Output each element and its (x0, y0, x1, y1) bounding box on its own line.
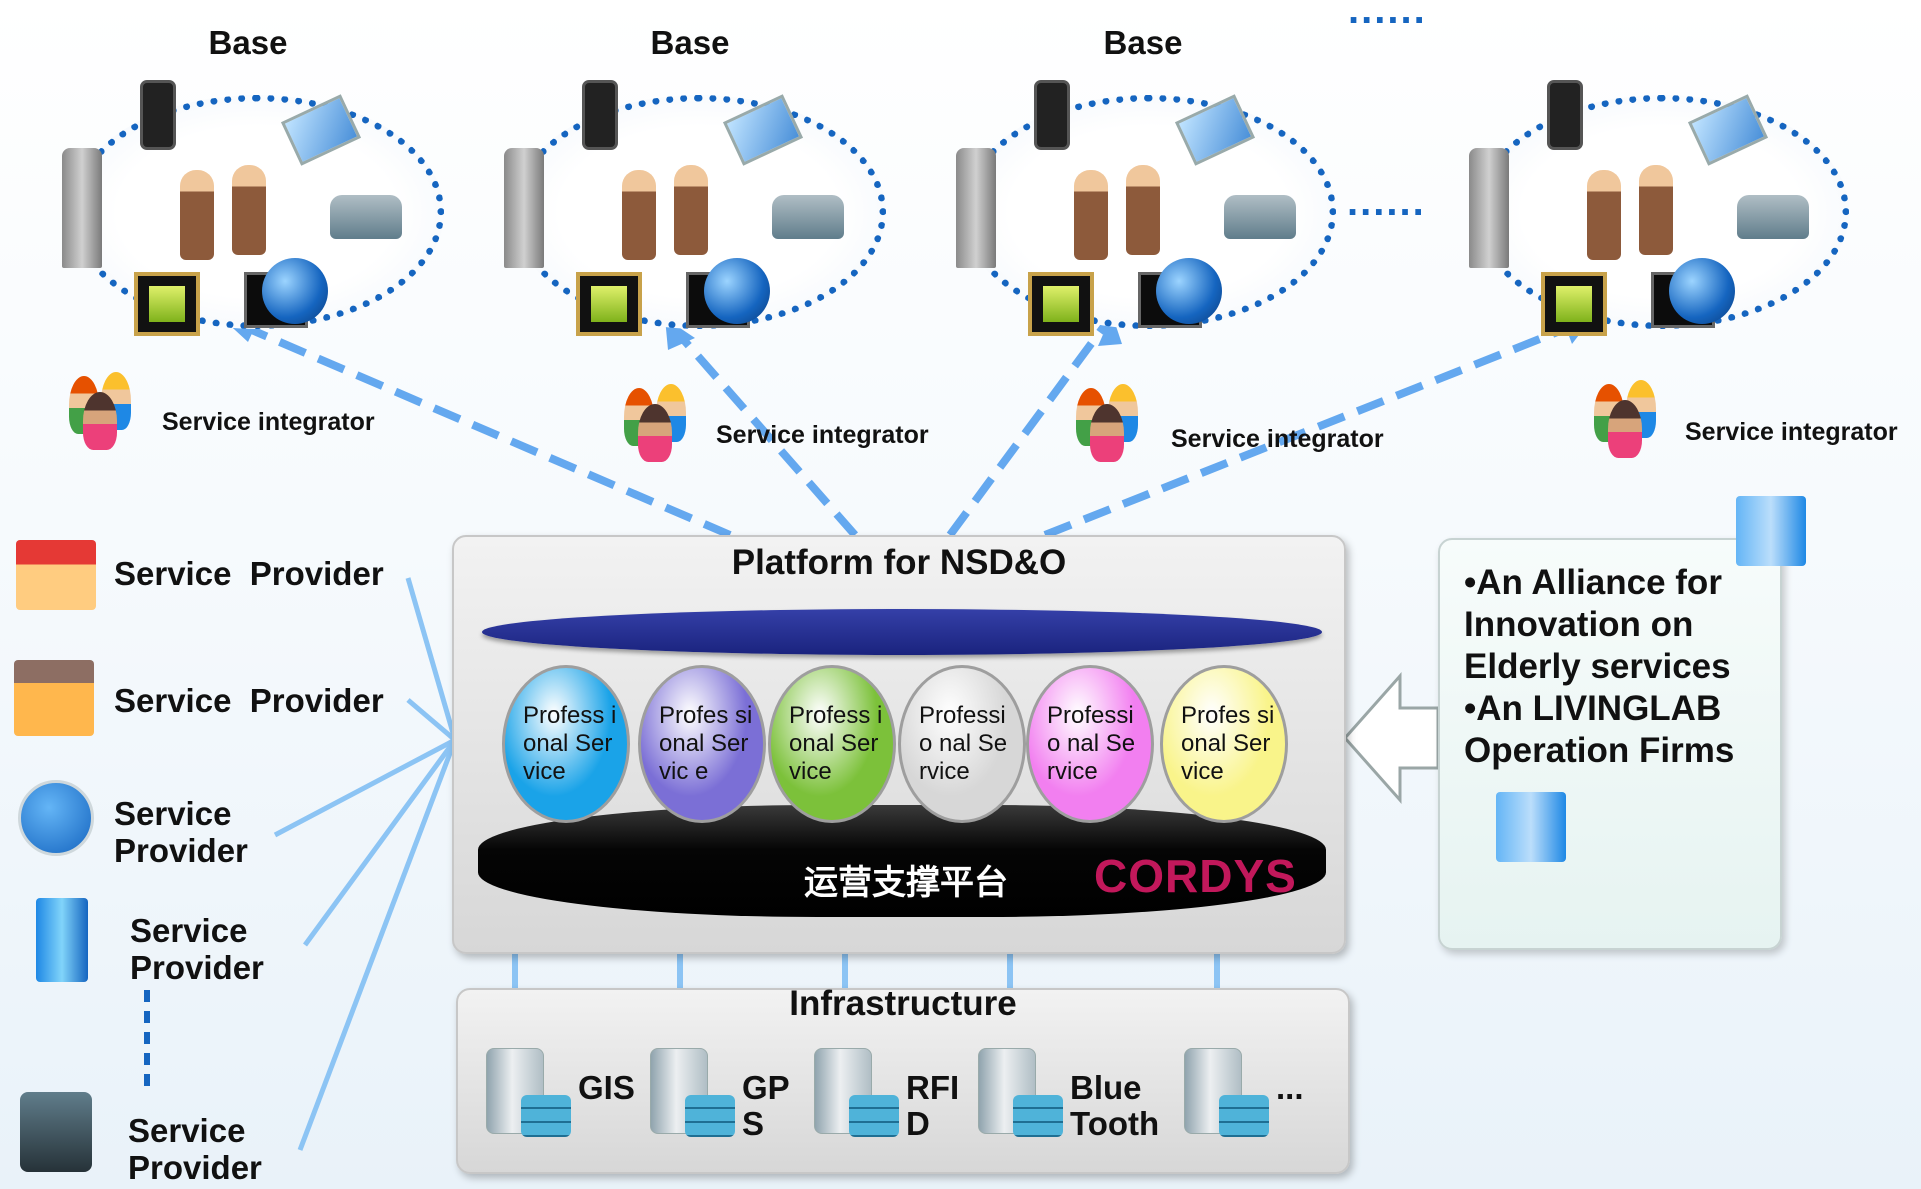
server-icon (978, 1048, 1063, 1137)
elderly-woman-icon (1639, 165, 1673, 255)
infra-label: RFI D (906, 1069, 960, 1142)
provider-line-2 (406, 698, 457, 742)
ipad-icon (134, 272, 200, 336)
professional-service-6: Profes sional Service (1160, 665, 1288, 823)
team-people-icon (620, 382, 692, 462)
arrow-to-base-3 (946, 322, 1109, 538)
provider-label: Service Provider (130, 912, 264, 986)
building-icon (1496, 792, 1566, 862)
server-icon (486, 1048, 571, 1137)
base-title: Base (208, 24, 288, 61)
platform-panel: Platform for NSD&O 运营支撑平台 CORDYS Profess… (452, 535, 1346, 954)
alliance-line-2: Innovation on (1464, 605, 1694, 644)
ellipsis-top: ...... (1348, 0, 1427, 32)
restaurant-icon (18, 780, 94, 856)
integrator-label: Service integrator (162, 408, 375, 436)
provider-line-4 (302, 738, 458, 947)
smartphone-icon (1034, 80, 1070, 150)
elderly-man-icon (1587, 170, 1621, 260)
arrowhead-3 (1098, 314, 1122, 346)
elderly-man-icon (622, 170, 656, 260)
smartphone-icon (582, 80, 618, 150)
professional-service-3: Profess ional Service (768, 665, 896, 823)
professional-service-4: Professio nal Service (898, 665, 1026, 823)
platform-top-disc (482, 609, 1322, 655)
globe-icon (1156, 258, 1222, 324)
provider-line-1 (405, 577, 458, 741)
globe-icon (262, 258, 328, 324)
smartphone-icon (140, 80, 176, 150)
platform-cn-label: 运营支撑平台 (804, 864, 1008, 902)
team-people-icon (65, 370, 137, 450)
infra-label: GP S (742, 1069, 790, 1142)
provider-label: Service Provider (114, 555, 384, 592)
provider-line-5 (297, 739, 458, 1151)
infra-label: GIS (578, 1069, 635, 1106)
ellipsis-between-bases: ...... (1347, 180, 1426, 224)
elderly-woman-icon (674, 165, 708, 255)
platform-base-disc (478, 805, 1326, 917)
alliance-arrow (1342, 672, 1440, 804)
integrator-label: Service integrator (716, 421, 929, 449)
provider-label: Service Provider (114, 682, 384, 719)
kiosk-icon (62, 148, 102, 268)
server-icon (650, 1048, 735, 1137)
kiosk-icon (956, 148, 996, 268)
alliance-text: •An Alliance for Innovation on Elderly s… (1464, 562, 1734, 772)
team-people-icon (1590, 378, 1662, 458)
arrow-to-base-2 (671, 327, 859, 538)
base-title: Base (1103, 24, 1183, 61)
provider-label: Service Provider (114, 795, 248, 869)
integrator-label: Service integrator (1171, 425, 1384, 453)
telephone-icon (330, 195, 402, 239)
globe-icon (1669, 258, 1735, 324)
professional-service-2: Profes sional Servic e (638, 665, 766, 823)
provider-label: Service Provider (128, 1112, 262, 1186)
ipad-icon (1028, 272, 1094, 336)
telephone-icon (1737, 195, 1809, 239)
shop-icon (14, 660, 94, 736)
clinic-icon (16, 540, 96, 610)
arrow-to-base-1 (238, 321, 732, 539)
base-title: Base (650, 24, 730, 61)
alliance-box: •An Alliance for Innovation on Elderly s… (1438, 538, 1782, 950)
elderly-woman-icon (232, 165, 266, 255)
team-people-icon (1072, 382, 1144, 462)
globe-icon (704, 258, 770, 324)
infra-label: ... (1276, 1069, 1304, 1106)
server-icon (1184, 1048, 1269, 1137)
integrator-label: Service integrator (1685, 418, 1898, 446)
ipad-icon (576, 272, 642, 336)
kiosk-icon (1469, 148, 1509, 268)
server-icon (814, 1048, 899, 1137)
telephone-icon (1224, 195, 1296, 239)
kiosk-icon (504, 148, 544, 268)
cordys-logo: CORDYS (1094, 850, 1297, 902)
alliance-line-5: Operation Firms (1464, 731, 1735, 770)
ipad-icon (1541, 272, 1607, 336)
infrastructure-title: Infrastructure (789, 984, 1017, 1023)
elderly-man-icon (180, 170, 214, 260)
building-icon (1736, 496, 1806, 566)
professional-service-5: Professio nal Service (1026, 665, 1154, 823)
provider-line-3 (273, 737, 457, 838)
smartphone-icon (1547, 80, 1583, 150)
infra-label: Blue Tooth (1070, 1069, 1160, 1142)
professional-service-1: Profess ional Service (502, 665, 630, 823)
platform-title: Platform for NSD&O (731, 543, 1067, 582)
office-building-icon (36, 898, 88, 982)
tools-icon (20, 1092, 92, 1172)
arrow-to-base-4 (1043, 321, 1577, 539)
alliance-line-3: Elderly services (1464, 647, 1731, 686)
elderly-man-icon (1074, 170, 1108, 260)
telephone-icon (772, 195, 844, 239)
alliance-line-4: •An LIVINGLAB (1464, 689, 1722, 728)
infrastructure-panel: Infrastructure GIS GP S RFI D Blue Tooth… (456, 984, 1350, 1174)
elderly-woman-icon (1126, 165, 1160, 255)
alliance-line-1: •An Alliance for (1464, 563, 1722, 602)
